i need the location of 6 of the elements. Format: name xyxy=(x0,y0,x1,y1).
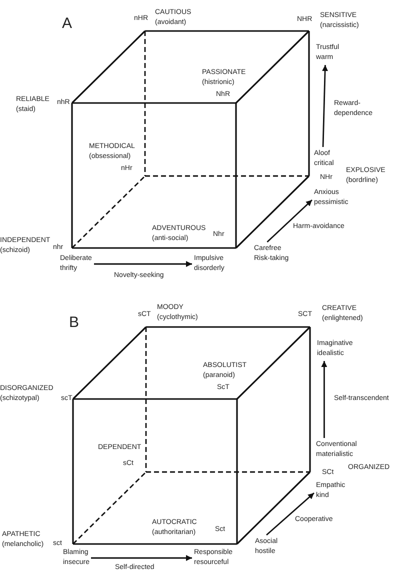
panel-letter: B xyxy=(69,314,80,331)
arrow xyxy=(91,555,192,561)
panel-letter: A xyxy=(62,15,72,32)
arrow xyxy=(322,64,328,148)
arrow xyxy=(94,261,192,267)
arrow xyxy=(321,361,328,438)
